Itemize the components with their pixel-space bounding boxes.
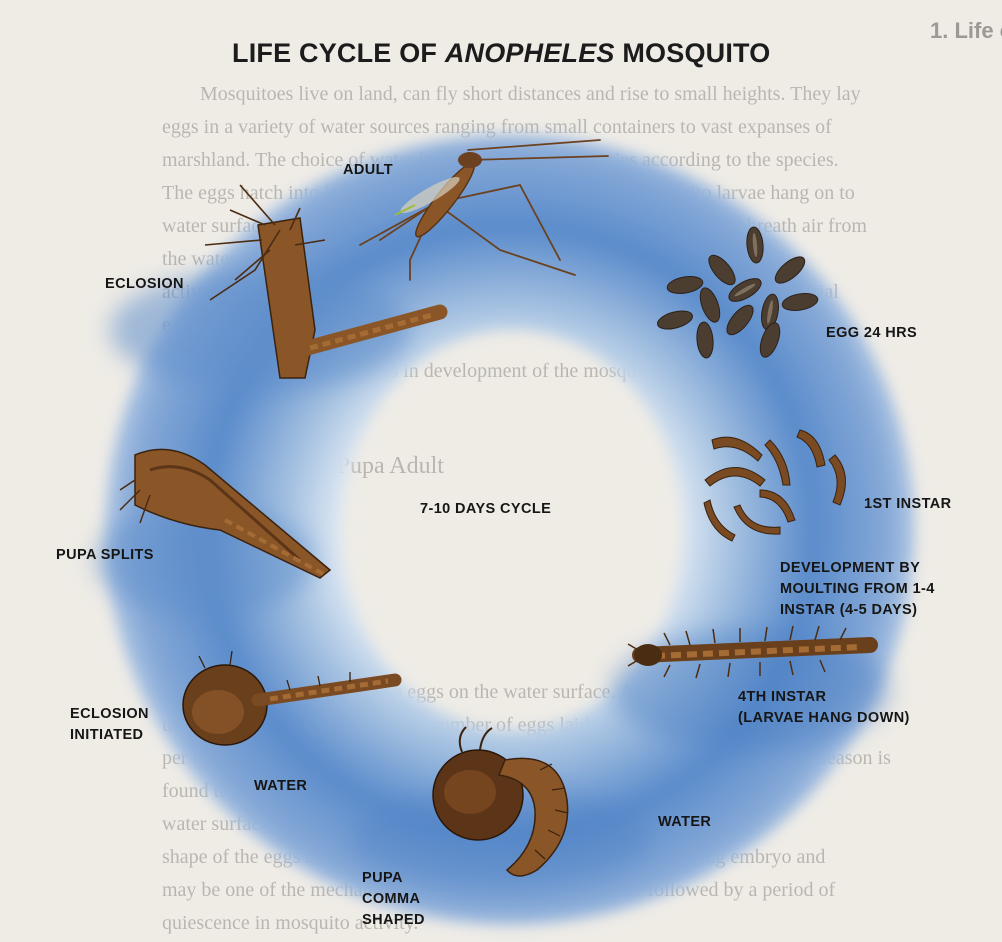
title-prefix: LIFE CYCLE OF (232, 38, 445, 68)
label-development: DEVELOPMENT BY MOULTING FROM 1-4 INSTAR … (780, 558, 935, 621)
label-water-left: WATER (254, 776, 307, 797)
label-eclosion-initiated: ECLOSION INITIATED (70, 704, 149, 746)
center-cycle-label: 7-10 DAYS CYCLE (420, 499, 551, 520)
label-pupa-comma: PUPA COMMA SHAPED (362, 868, 425, 931)
label-first-instar: 1ST INSTAR (864, 494, 952, 515)
label-fourth-instar: 4TH INSTAR (LARVAE HANG DOWN) (738, 687, 910, 729)
title-species: ANOPHELES (445, 38, 615, 68)
label-pupa-splits: PUPA SPLITS (56, 545, 154, 566)
label-adult: ADULT (343, 160, 393, 181)
label-eclosion: ECLOSION (105, 274, 184, 295)
title-suffix: MOSQUITO (615, 38, 771, 68)
diagram-title: LIFE CYCLE OF ANOPHELES MOSQUITO (232, 38, 770, 69)
label-water-right: WATER (658, 812, 711, 833)
label-egg: EGG 24 HRS (826, 323, 917, 344)
